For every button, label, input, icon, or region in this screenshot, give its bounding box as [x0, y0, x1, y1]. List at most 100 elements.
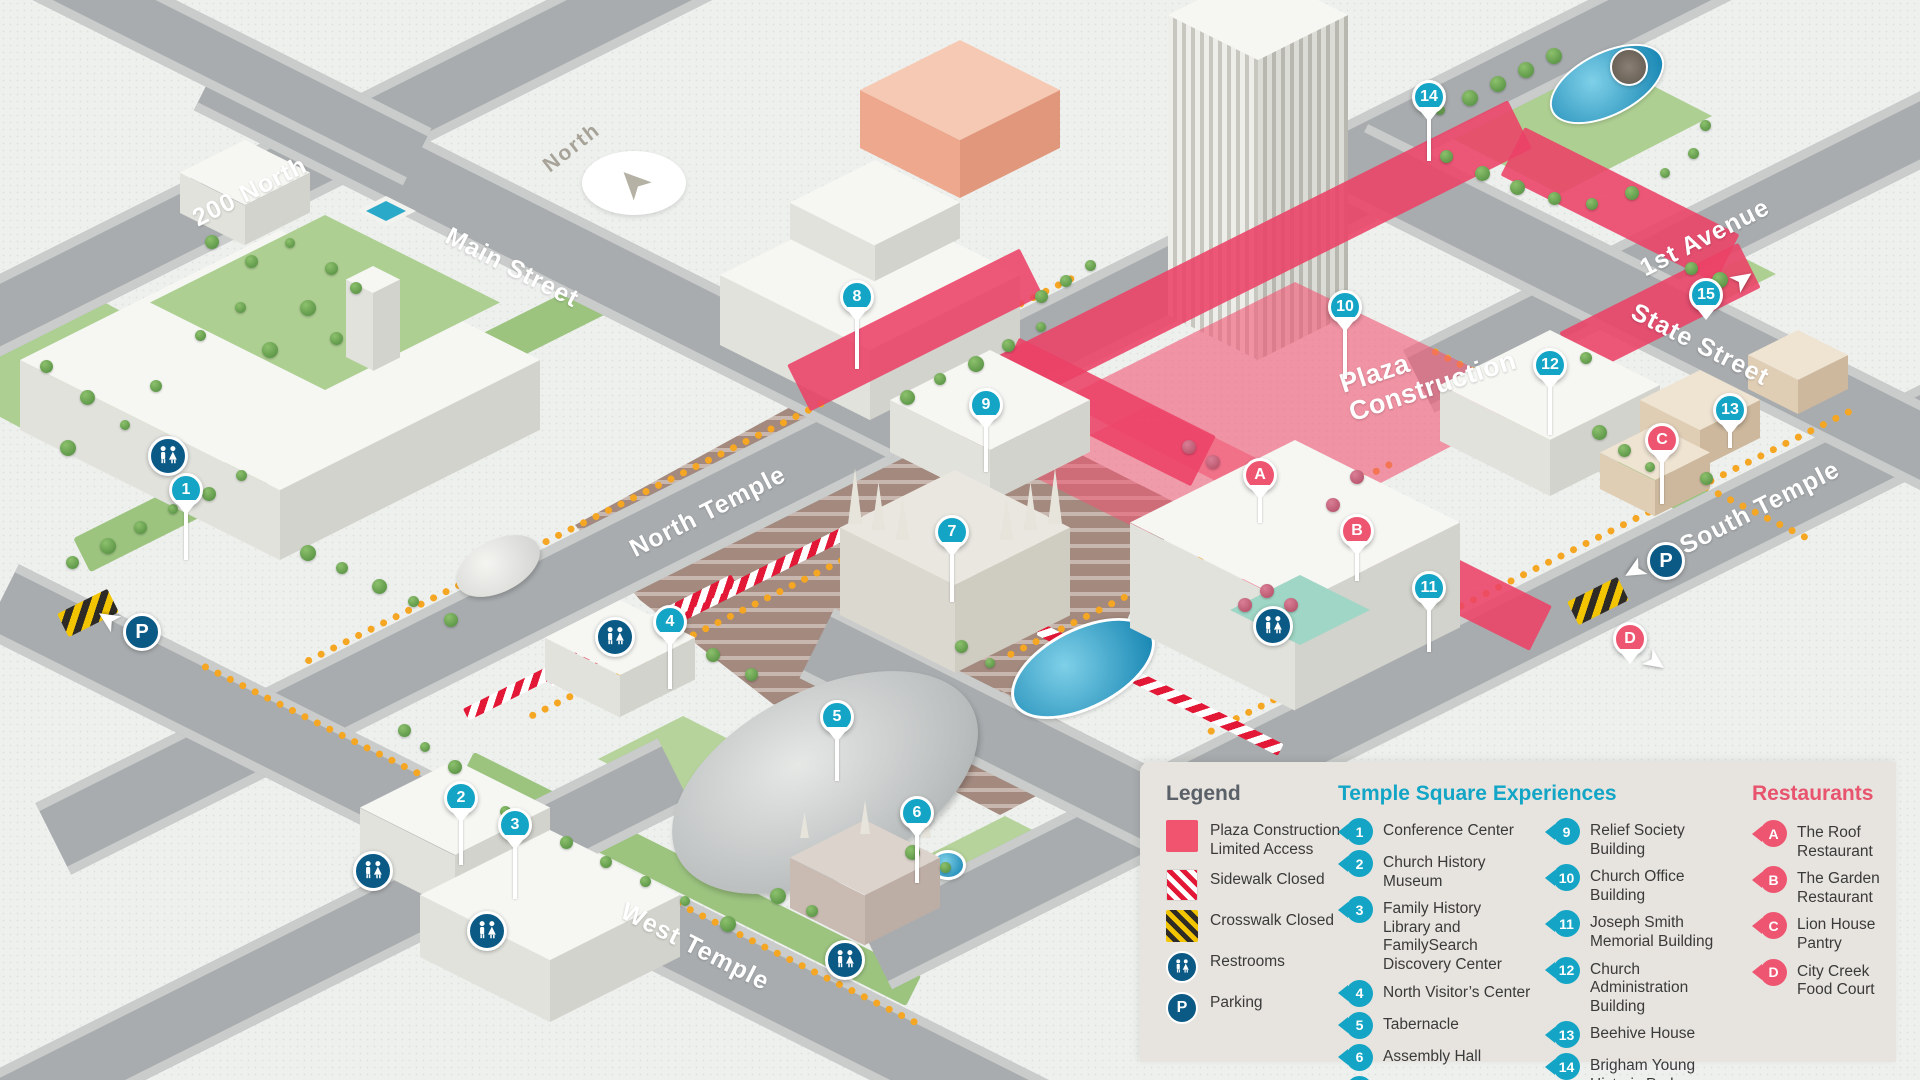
tree-icon: [325, 262, 338, 275]
tree-icon: [1490, 76, 1506, 92]
building-church-office-tower: [1168, 0, 1348, 361]
tree-icon: [80, 390, 95, 405]
experience-item-9: 9 Relief Society Building: [1545, 818, 1738, 859]
tree-icon: [1475, 166, 1490, 181]
list-item-label: Church History Museum: [1383, 854, 1486, 890]
marker-stem: [668, 634, 672, 689]
tree-icon: [245, 255, 258, 268]
list-pin: 1: [1346, 818, 1373, 845]
map-marker-B: B: [1340, 514, 1374, 548]
legend-item-label: Plaza Construction Limited Access: [1210, 822, 1341, 858]
tree-icon: [1002, 339, 1015, 352]
parking-icon: P: [1647, 542, 1685, 580]
list-pin: 2: [1346, 850, 1373, 877]
tree-icon: [300, 545, 316, 561]
tree-icon: [955, 640, 968, 653]
tree-icon: [1350, 470, 1364, 484]
list-pin: 14: [1553, 1053, 1580, 1080]
restrooms-icon: [148, 436, 188, 476]
tree-icon: [560, 836, 573, 849]
tree-icon: [420, 742, 430, 752]
list-item-label: Salt Lake Temple: [1383, 1076, 1502, 1080]
tree-icon: [100, 538, 116, 554]
tree-icon: [202, 487, 216, 501]
experience-item-7: 7 Salt Lake Temple: [1338, 1075, 1531, 1080]
list-item-label: Family History Library and FamilySearch …: [1383, 900, 1502, 973]
assembly-hall-spire: [860, 800, 870, 834]
map-marker-9: 9: [969, 388, 1003, 422]
tree-icon: [372, 579, 387, 594]
map-marker-5: 5: [820, 700, 854, 734]
tree-icon: [235, 302, 246, 313]
map-marker-A: A: [1243, 458, 1277, 492]
map-marker-7: 7: [935, 515, 969, 549]
tree-icon: [448, 760, 462, 774]
list-item-label: Relief Society Building: [1590, 822, 1685, 858]
map-marker-10: 10: [1328, 290, 1362, 324]
marker-stem: [950, 544, 954, 602]
building-joseph-smith-memorial: [1130, 440, 1460, 711]
marker-stem: [915, 825, 919, 883]
experiences-title: Temple Square Experiences: [1338, 782, 1617, 805]
tree-icon: [1546, 48, 1562, 64]
tree-icon: [806, 905, 818, 917]
list-item-label: Church Administration Building: [1590, 960, 1689, 1015]
list-pin: 9: [1553, 818, 1580, 845]
legend-item-plaza: Plaza Construction Limited Access: [1166, 820, 1346, 860]
list-pin: 13: [1553, 1021, 1580, 1049]
tree-icon: [1548, 192, 1561, 205]
legend-item-label: Restrooms: [1210, 952, 1285, 970]
restaurants-title: Restaurants: [1752, 782, 1874, 805]
tree-icon: [1238, 598, 1252, 612]
list-item-label: The Roof Restaurant: [1797, 824, 1873, 860]
map-marker-4: 4: [653, 605, 687, 639]
tree-icon: [1260, 584, 1274, 598]
list-pin: 6: [1346, 1043, 1373, 1071]
marker-stem: [1258, 487, 1262, 523]
legend-item-restrooms: Restrooms: [1166, 950, 1346, 983]
tree-icon: [900, 390, 915, 405]
crosswalk-swatch: [1166, 909, 1198, 942]
legend-item-sidewalk: Sidewalk Closed: [1166, 868, 1346, 901]
list-pin: A: [1760, 820, 1787, 847]
map-marker-1: 1: [169, 473, 203, 507]
tree-icon: [285, 238, 295, 248]
marker-stem: [1660, 452, 1664, 504]
list-item-label: Joseph Smith Memorial Building: [1590, 914, 1714, 950]
restrooms-icon: [595, 617, 635, 657]
map-marker-15: 15: [1689, 278, 1723, 312]
parking-icon: P: [1166, 991, 1198, 1024]
tree-icon: [195, 330, 206, 341]
tree-icon: [1182, 440, 1196, 454]
legend-title: Legend: [1166, 782, 1241, 805]
tree-icon: [706, 648, 720, 662]
map-marker-6: 6: [900, 796, 934, 830]
tree-icon: [770, 888, 786, 904]
tree-icon: [1688, 148, 1699, 159]
map-marker-14: 14: [1412, 80, 1446, 114]
list-pin: 5: [1346, 1011, 1373, 1039]
sidewalk-swatch: [1166, 868, 1198, 901]
list-pin: 7: [1346, 1075, 1373, 1080]
plaza-swatch: [1166, 820, 1198, 852]
tree-icon: [968, 356, 984, 372]
parking-icon: P: [123, 613, 161, 651]
tree-icon: [168, 504, 178, 514]
marker-stem: [459, 810, 463, 865]
tree-icon: [985, 658, 995, 668]
tree-icon: [150, 380, 162, 392]
list-item-label: Assembly Hall: [1383, 1047, 1482, 1065]
restrooms-icon: [1166, 950, 1198, 983]
list-item-label: Tabernacle: [1383, 1015, 1459, 1033]
list-pin: C: [1760, 912, 1787, 940]
